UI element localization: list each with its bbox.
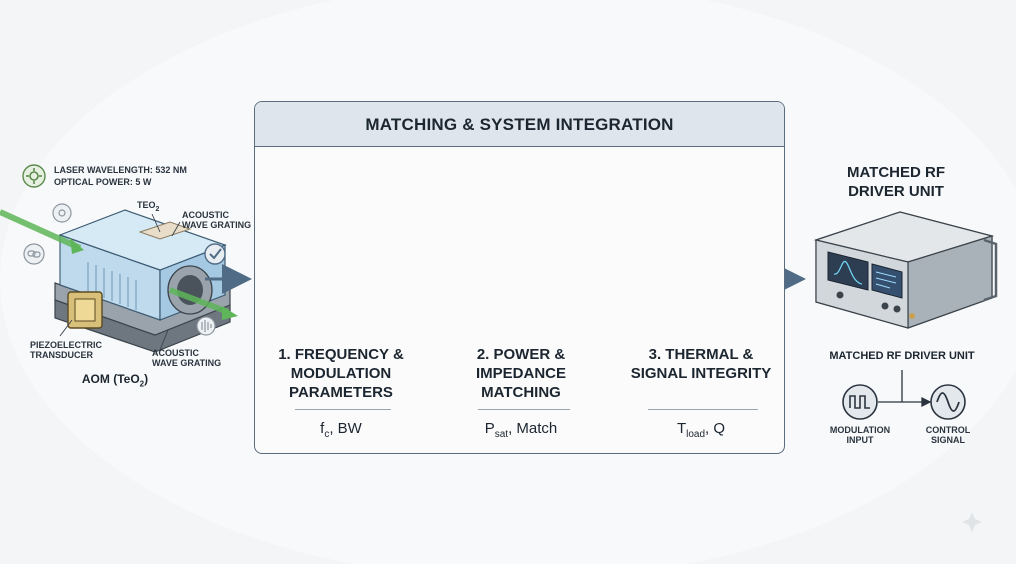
stage-2-divider [478, 409, 570, 410]
settings-icon [52, 203, 72, 223]
stage-3-params: Tload, Q [676, 420, 726, 440]
stage-3-title: 3. THERMAL & SIGNAL INTEGRITY [630, 346, 772, 382]
spec-power: OPTICAL POWER: 5 W [54, 177, 152, 187]
spec-wavelength: LASER WAVELENGTH: 532 nm [54, 165, 187, 175]
stage-1-title: 1. FREQUENCY & MODULATION PARAMETERS [278, 346, 404, 401]
driver-subtitle: MATCHED RF DRIVER UNIT [829, 350, 975, 362]
stage-2-params: Psat, Match [484, 420, 558, 440]
rf-driver-unit [813, 211, 998, 329]
modulation-input-label: MODULATION INPUT [829, 425, 891, 445]
aom-caption: AOM (TeO2) [81, 372, 149, 389]
label-transducer: PIEZOELECTRIC TRANSDUCER [30, 340, 103, 360]
check-icon [204, 243, 226, 265]
stage-3-divider [648, 409, 758, 410]
control-signal-icon [930, 384, 966, 420]
stage-2-title: 2. POWER & IMPEDANCE MATCHING [475, 346, 566, 401]
panel-title: MATCHING & SYSTEM INTEGRATION [365, 115, 674, 134]
label-crystal: TeO2 [137, 200, 160, 213]
stage-1-divider [295, 409, 391, 410]
gear-icon [22, 164, 46, 188]
panel-header: MATCHING & SYSTEM INTEGRATION [255, 102, 784, 147]
control-signal-label: CONTROL SIGNAL [925, 425, 971, 445]
acoustic-wave-icon [196, 316, 216, 336]
label-grating-top: ACOUSTIC WAVE GRATING [182, 210, 252, 230]
laser-beam [0, 209, 238, 320]
driver-title: MATCHED RF DRIVER UNIT [846, 164, 946, 200]
integration-panel: MATCHING & SYSTEM INTEGRATION 1. FREQUEN… [254, 101, 785, 454]
link-icon [23, 243, 45, 265]
stage-1-params: fc, BW [320, 420, 362, 440]
sparkle-icon [962, 512, 982, 532]
driver-connector [878, 370, 932, 408]
label-grating-bottom: ACOUSTIC WAVE GRATING [152, 348, 222, 368]
modulation-input-icon [842, 384, 878, 420]
